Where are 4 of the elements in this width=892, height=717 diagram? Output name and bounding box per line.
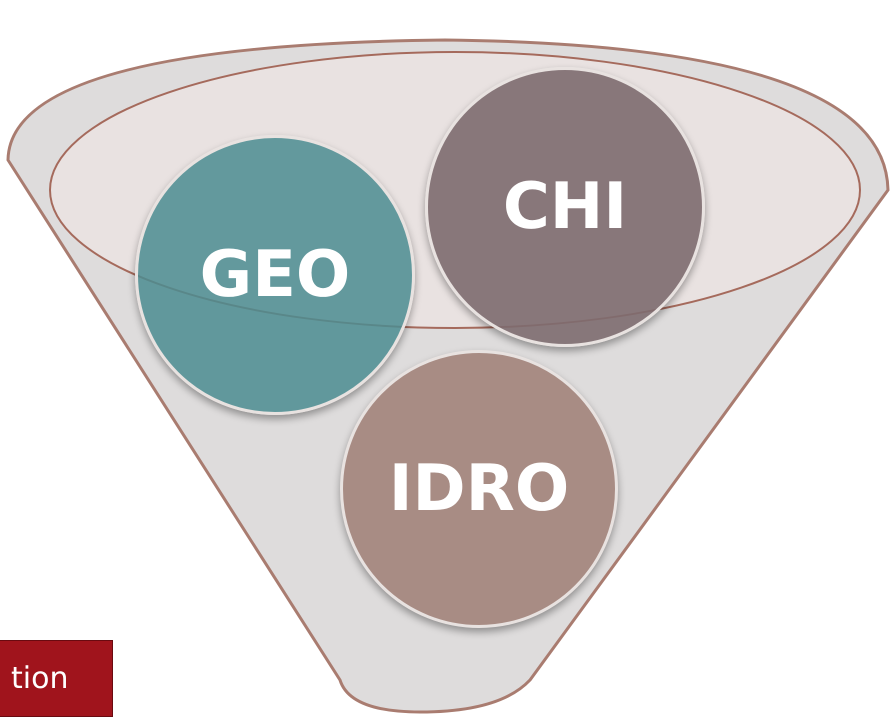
label-text: tion xyxy=(11,661,68,696)
label-text: CHI xyxy=(502,170,628,244)
label-text: GEO xyxy=(200,238,350,312)
label-text: IDRO xyxy=(388,452,570,526)
